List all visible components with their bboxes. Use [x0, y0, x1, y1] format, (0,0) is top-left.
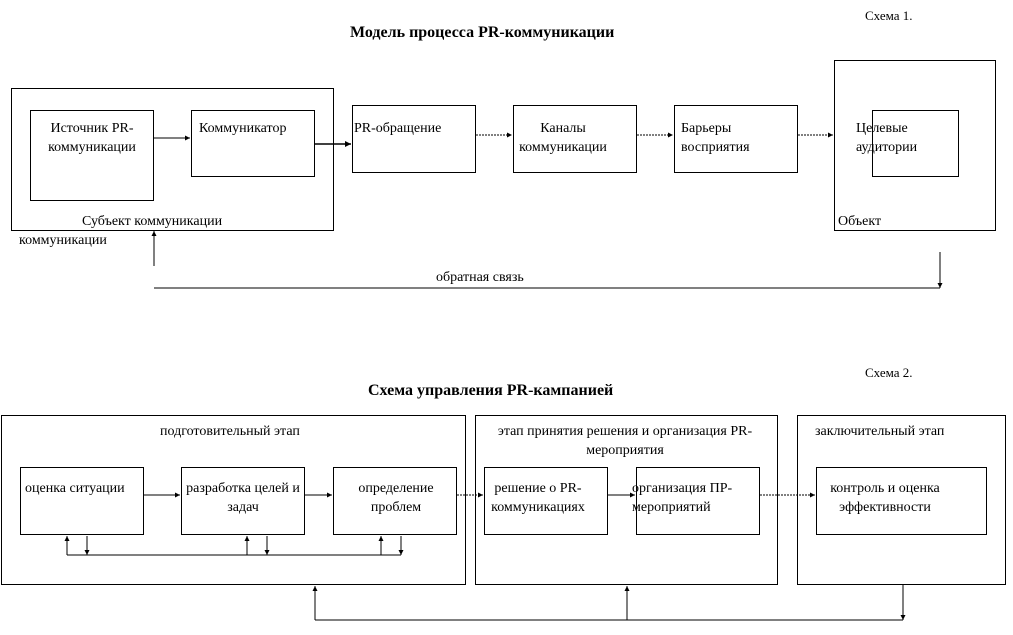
stage3-box: [797, 415, 1006, 585]
situation-box: [20, 467, 144, 535]
object-label: Объект: [838, 214, 882, 229]
organization-label: организация ПР-мероприятий: [632, 481, 733, 515]
scheme2-title: Схема управления PR-кампанией: [368, 382, 614, 399]
control-label: контроль и оценка эффективности: [830, 481, 940, 515]
decision-box: [484, 467, 608, 535]
channels-box: [513, 105, 637, 173]
audience-label: Целевые аудитории: [856, 121, 918, 155]
source-box: [30, 110, 154, 201]
message-box: [352, 105, 476, 173]
control-box: [816, 467, 987, 535]
stage1-label: подготовительный этап: [160, 424, 300, 439]
stage1-box: [1, 415, 466, 585]
communicator-box: [191, 110, 315, 177]
subject-label: Субъект коммуникации: [82, 214, 223, 229]
decision-label: решение о PR-коммуникациях: [491, 481, 585, 515]
stage2-box: [475, 415, 778, 585]
channels-label: Каналы коммуникации: [519, 121, 607, 155]
message-label: PR-обращение: [354, 121, 442, 136]
object-group-box: [834, 60, 996, 231]
goals-box: [181, 467, 305, 535]
scheme2-number: Схема 2.: [865, 365, 913, 380]
subject-label-cont: коммуникации: [19, 233, 107, 248]
goals-label: разработка целей и задач: [186, 481, 300, 515]
scheme1-number: Схема 1.: [865, 8, 913, 23]
barriers-box: [674, 105, 798, 173]
subject-group-box: [11, 88, 334, 231]
problems-label: определение проблем: [358, 481, 434, 515]
stage3-label: заключительный этап: [815, 424, 945, 439]
stage2-label: этап принятия решения и организация PR-м…: [497, 424, 753, 458]
communicator-label: Коммуникатор: [199, 121, 287, 136]
organization-box: [636, 467, 760, 535]
problems-box: [333, 467, 457, 535]
scheme1-title: Модель процесса PR-коммуникации: [350, 24, 615, 41]
source-label: Источник PR-коммуникации: [48, 121, 136, 155]
feedback-label: обратная связь: [436, 270, 524, 285]
audience-box: [872, 110, 959, 177]
situation-label: оценка ситуации: [25, 481, 125, 496]
barriers-label: Барьеры восприятия: [681, 121, 750, 155]
